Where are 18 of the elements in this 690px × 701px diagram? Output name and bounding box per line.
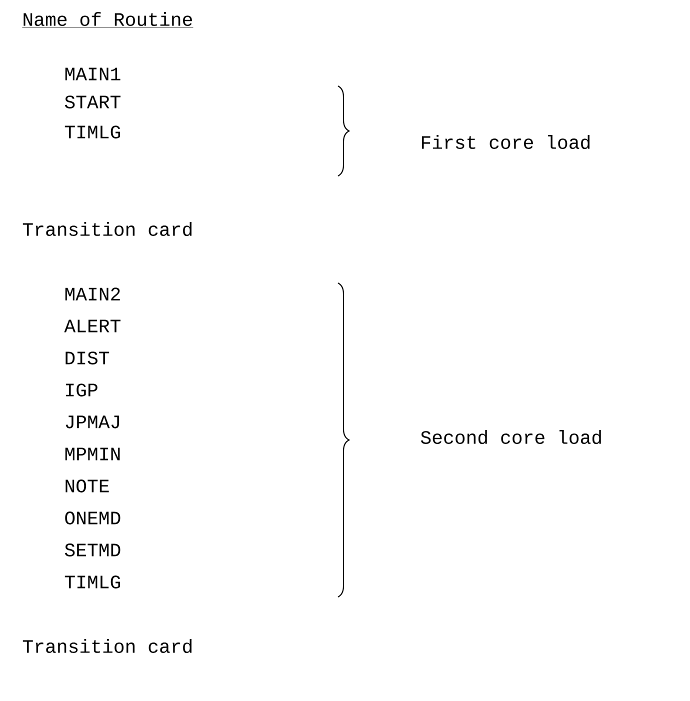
routine-name: TIMLG bbox=[64, 576, 120, 588]
routine-name: TIMLG bbox=[64, 126, 120, 138]
routine-name: MPMIN bbox=[65, 448, 120, 460]
routine-name: ALERT bbox=[64, 320, 120, 332]
routine-name: SETMD bbox=[64, 544, 120, 556]
core-load-label: Second core load bbox=[420, 430, 601, 444]
routine-name: MAIN2 bbox=[65, 288, 120, 300]
transition-card-label: Transition card bbox=[22, 639, 192, 653]
routine-name: START bbox=[64, 96, 120, 108]
routine-name: JPMAJ bbox=[66, 416, 119, 428]
transition-card-label: Transition card bbox=[22, 222, 192, 236]
column-heading: Name of Routine bbox=[22, 12, 194, 28]
routine-name: IGP bbox=[66, 384, 98, 396]
routine-name: ONEMD bbox=[65, 512, 120, 524]
routine-name: NOTE bbox=[66, 480, 109, 492]
routine-name: MAIN1 bbox=[65, 68, 120, 80]
routine-name: DIST bbox=[66, 352, 110, 364]
core-load-label: First core load bbox=[422, 135, 590, 149]
